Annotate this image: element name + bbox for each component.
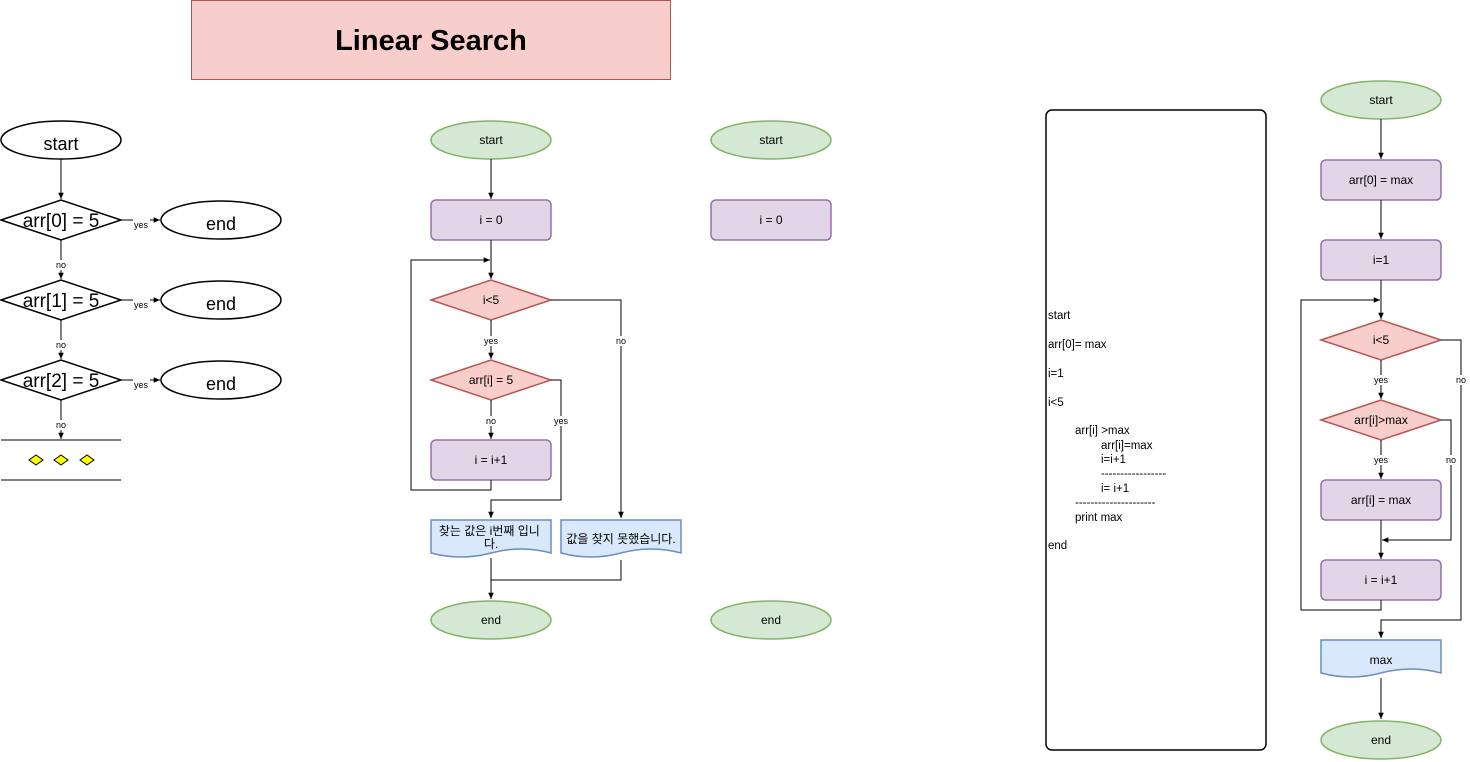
flow1-yes-label-2: yes bbox=[134, 380, 149, 390]
flowchart-1: start arr[0] = 5 yes end no arr[1] = 5 y… bbox=[0, 120, 282, 481]
title-box bbox=[191, 0, 671, 80]
flow2-check-label: arr[i] = 5 bbox=[469, 373, 514, 387]
flow2-end-node[interactable] bbox=[430, 600, 552, 640]
flow2-end-label: end bbox=[481, 613, 501, 627]
pseudo-line: i<5 bbox=[1048, 397, 1064, 409]
flow1-end2-node[interactable] bbox=[160, 360, 282, 400]
pseudo-line: start bbox=[1048, 310, 1071, 322]
flow4-assign-label: arr[i] = max bbox=[1351, 493, 1411, 507]
flow2-edge-loop-back bbox=[410, 257, 492, 491]
flow3-init-label: i = 0 bbox=[759, 213, 782, 227]
flow4-no-label-cond: no bbox=[1456, 375, 1466, 385]
flow1-start-label: start bbox=[43, 134, 78, 154]
flow1-yes-label-0: yes bbox=[134, 220, 149, 230]
pseudo-line: ----------------- bbox=[1101, 468, 1166, 480]
flow1-no-label-0: no bbox=[56, 260, 66, 270]
flow2-found-label: 찾는 값은 i번째 입니 다. bbox=[439, 524, 543, 551]
ellipsis-diamond-icon bbox=[79, 454, 95, 466]
flow4-edge-loop-back bbox=[1300, 297, 1382, 611]
flow4-init-label: arr[0] = max bbox=[1349, 173, 1413, 187]
pseudo-line: i=1 bbox=[1048, 368, 1064, 380]
flow4-edge-cmp-skip bbox=[1382, 419, 1452, 543]
flow3-start-node[interactable] bbox=[710, 120, 832, 160]
flowchart-2: start i = 0 i<5 yes no arr[i] = 5 no yes… bbox=[410, 120, 682, 640]
flow2-edge-check-found bbox=[488, 379, 562, 518]
pseudocode-box[interactable] bbox=[1045, 109, 1267, 751]
pseudo-line: arr[0]= max bbox=[1048, 339, 1107, 351]
flow2-inc-label: i = i+1 bbox=[475, 453, 508, 467]
flow4-cmp-label: arr[i]>max bbox=[1354, 413, 1408, 427]
flow2-found-line-2: 다. bbox=[484, 537, 498, 551]
flow2-no-label-cond: no bbox=[616, 336, 626, 346]
flow1-no-label-1: no bbox=[56, 340, 66, 350]
pseudo-line: print max bbox=[1075, 512, 1123, 524]
flow4-end-label: end bbox=[1371, 733, 1391, 747]
flow4-out-label: max bbox=[1370, 653, 1393, 667]
flow1-end1-node[interactable] bbox=[160, 280, 282, 320]
flow2-yes-label-check: yes bbox=[554, 416, 569, 426]
flow1-end0-label: end bbox=[206, 214, 236, 234]
flow1-cond2-label: arr[2] = 5 bbox=[23, 371, 100, 392]
flow1-end0-node[interactable] bbox=[160, 200, 282, 240]
flow4-yes-label-cond: yes bbox=[1374, 375, 1389, 385]
flow3-end-node[interactable] bbox=[710, 600, 832, 640]
pseudo-line: end bbox=[1048, 540, 1067, 552]
flow4-inc-label: i = i+1 bbox=[1365, 573, 1398, 587]
flow2-notfound-label: 값을 찾지 못했습니다. bbox=[566, 532, 675, 546]
pseudo-line: arr[i] >max bbox=[1075, 425, 1130, 437]
flow4-cond-label: i<5 bbox=[1373, 333, 1390, 347]
pseudo-line: i= i+1 bbox=[1101, 483, 1129, 495]
flow1-no-label-2: no bbox=[56, 420, 66, 430]
pseudo-line: i=i+1 bbox=[1101, 454, 1126, 466]
flow4-end-node[interactable] bbox=[1320, 720, 1442, 760]
flow4-i1-label: i=1 bbox=[1373, 253, 1390, 267]
flow1-end1-label: end bbox=[206, 294, 236, 314]
flow3-end-label: end bbox=[761, 613, 781, 627]
flow2-found-node[interactable] bbox=[430, 519, 552, 558]
ellipsis-diamond-icon bbox=[53, 454, 69, 466]
flow4-out-node[interactable] bbox=[1320, 639, 1442, 678]
ellipsis-diamond-icon bbox=[28, 454, 44, 466]
flowchart-3: start i = 0 end bbox=[710, 120, 832, 640]
flow2-no-label-check: no bbox=[486, 416, 496, 426]
pseudo-line: --------------------- bbox=[1075, 497, 1156, 509]
flow2-found-line-1: 찾는 값은 i번째 입니 bbox=[439, 524, 540, 538]
flow2-edge-notfound-end bbox=[491, 560, 622, 581]
flow1-yes-label-1: yes bbox=[134, 300, 149, 310]
flow1-end2-label: end bbox=[206, 374, 236, 394]
flowchart-4: start arr[0] = max i=1 i<5 yes no arr[i]… bbox=[1300, 80, 1469, 760]
flow3-start-label: start bbox=[759, 133, 783, 147]
flow4-no-label-cmp: no bbox=[1446, 455, 1456, 465]
flow3-init-node[interactable] bbox=[710, 199, 832, 241]
flow1-cond0-label: arr[0] = 5 bbox=[23, 211, 100, 232]
pseudocode-panel: start arr[0]= max i=1 i<5 arr[i] >max ar… bbox=[1045, 109, 1267, 751]
flow2-yes-label-cond: yes bbox=[484, 336, 499, 346]
flow4-edge-cond-out bbox=[1378, 339, 1462, 638]
flow2-start-label: start bbox=[479, 133, 503, 147]
flow4-start-label: start bbox=[1369, 93, 1393, 107]
flow1-cond1-label: arr[1] = 5 bbox=[23, 291, 100, 312]
flow2-cond-label: i<5 bbox=[483, 293, 500, 307]
flow2-init-label: i = 0 bbox=[479, 213, 502, 227]
flow2-notfound-node[interactable] bbox=[560, 519, 682, 558]
pseudo-line: arr[i]=max bbox=[1101, 440, 1153, 452]
flow2-edge-cond-notfound bbox=[551, 299, 624, 518]
page-title: Linear Search bbox=[335, 25, 527, 57]
flow4-yes-label-cmp: yes bbox=[1374, 455, 1389, 465]
